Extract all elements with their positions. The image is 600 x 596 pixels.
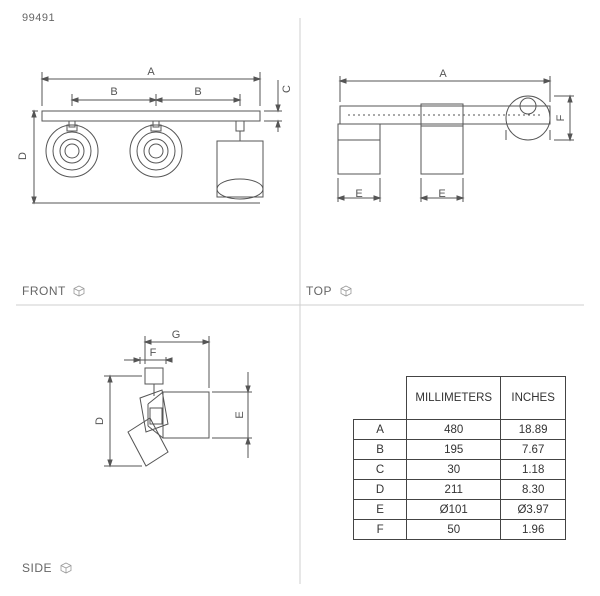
front-dim-b1: B [110,86,117,98]
side-view-label: SIDE [22,561,72,575]
table-cell-inches: 18.89 [500,419,566,440]
top-label-text: TOP [306,284,332,298]
front-dim-c: C [281,85,293,93]
front-view-label: FRONT [22,284,85,298]
table-row: A 480 18.89 [352,419,566,440]
dimension-table: MILLIMETERS INCHES A 480 18.89 B 195 7.6… [352,376,566,540]
side-dim-e: E [234,411,246,418]
cube-icon [60,562,72,574]
table-cell-dimension: E [352,499,408,520]
top-dim-e1: E [355,188,362,200]
top-dim-f: F [555,114,567,121]
table-row: D 211 8.30 [352,479,566,500]
table-row: B 195 7.67 [352,439,566,460]
table-cell-inches: 1.18 [500,459,566,480]
table-cell-mm: Ø101 [406,499,502,520]
table-cell-mm: 211 [406,479,502,500]
table-cell-inches: 8.30 [500,479,566,500]
front-bar [41,110,261,122]
front-label-text: FRONT [22,284,66,298]
table-header-millimeters: MILLIMETERS [406,376,502,420]
table-header-inches: INCHES [500,376,566,420]
table-cell-dimension: D [352,479,408,500]
table-cell-inches: 7.67 [500,439,566,460]
top-dim-a: A [439,68,447,80]
cube-icon [340,285,351,297]
table-cell-dimension: C [352,459,408,480]
table-cell-mm: 195 [406,439,502,460]
front-dim-a: A [147,66,155,78]
side-dim-g: G [172,329,181,341]
front-dim-b2: B [194,86,201,98]
top-view [336,76,574,202]
table-cell-dimension: B [352,439,408,460]
table-cell-mm: 50 [406,519,502,540]
table-cell-mm: 480 [406,419,502,440]
table-cell-dimension: F [352,519,408,540]
side-dim-d: D [94,417,106,425]
top-view-label: TOP [306,284,352,298]
side-label-text: SIDE [22,561,53,575]
side-view [104,336,252,468]
side-dim-f: F [150,347,157,359]
product-code: 99491 [22,12,56,24]
front-dim-d: D [17,152,29,160]
cube-icon [74,285,85,297]
table-row: F 50 1.96 [352,519,566,540]
top-dim-e2: E [438,188,445,200]
table-header-corner [353,376,408,420]
table-cell-mm: 30 [406,459,502,480]
front-view [31,72,282,205]
table-row: E Ø101 Ø3.97 [352,499,566,520]
table-cell-inches: Ø3.97 [500,499,566,520]
table-row: C 30 1.18 [352,459,566,480]
table-header-row: MILLIMETERS INCHES [353,376,566,420]
table-cell-inches: 1.96 [500,519,566,540]
table-cell-dimension: A [352,419,408,440]
